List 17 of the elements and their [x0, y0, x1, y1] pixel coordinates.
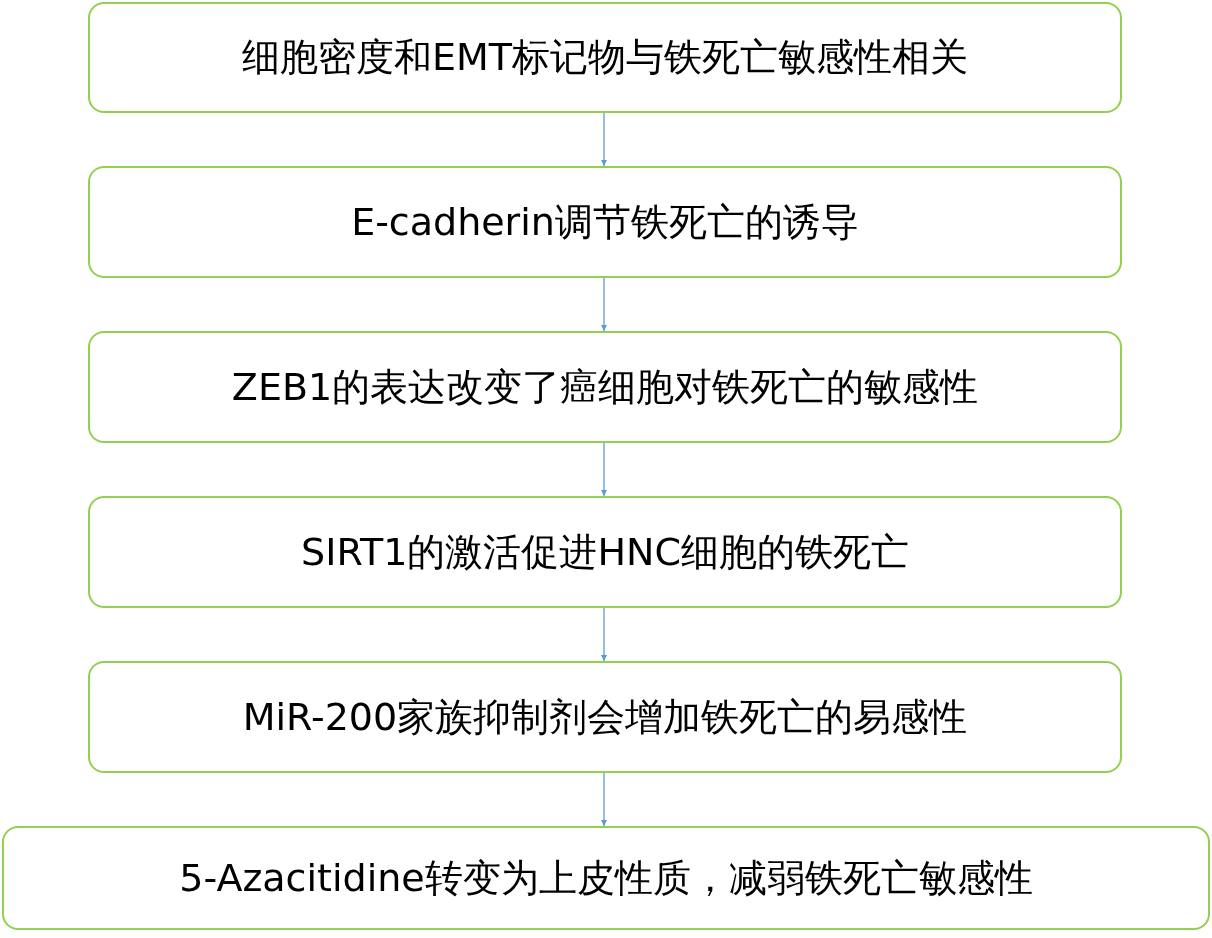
arrow — [600, 772, 608, 827]
arrow — [600, 442, 608, 497]
process-box — [88, 2, 1122, 113]
arrow — [600, 112, 608, 167]
step-text: 5-Azacitidine转变为上皮性质，减弱铁死亡敏感性 — [179, 854, 1033, 902]
step-text: SIRT1的激活促进HNC细胞的铁死亡 — [301, 528, 909, 576]
step-text: ZEB1的表达改变了癌细胞对铁死亡的敏感性 — [231, 363, 979, 411]
step-text: MiR-200家族抑制剂会增加铁死亡的易感性 — [242, 693, 968, 741]
arrow — [600, 277, 608, 332]
step-text: 细胞密度和EMT标记物与铁死亡敏感性相关 — [242, 34, 968, 81]
process-box — [88, 496, 1122, 608]
step-text: E-cadherin调节铁死亡的诱导 — [351, 198, 859, 246]
process-box — [88, 331, 1122, 443]
process-box — [88, 166, 1122, 278]
process-box — [2, 826, 1210, 930]
process-box — [88, 661, 1122, 773]
arrow — [600, 607, 608, 662]
